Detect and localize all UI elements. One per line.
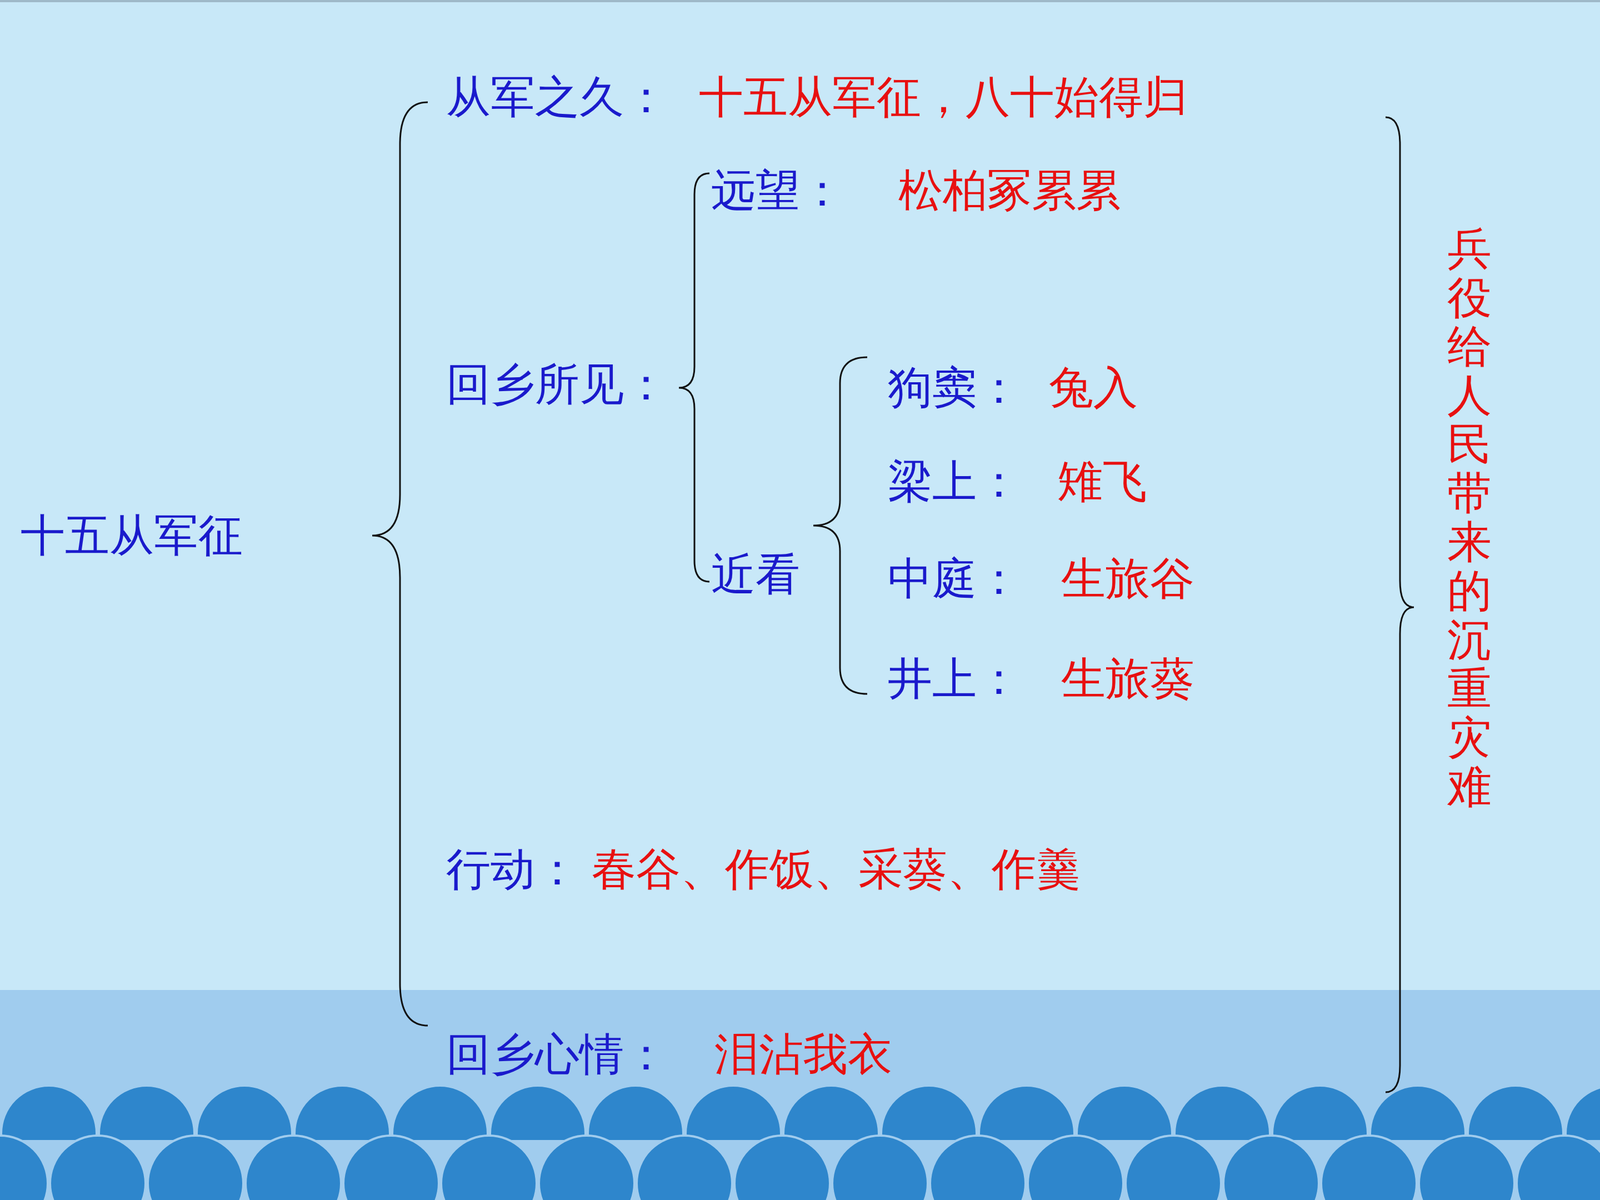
- detail-text: 生旅葵: [1061, 652, 1195, 706]
- branch-label: 中庭：: [887, 552, 1022, 606]
- branch-label: 回乡所见：: [446, 357, 669, 412]
- root-label: 十五从军征: [20, 508, 243, 563]
- branch-label: 从军之久：: [446, 70, 669, 124]
- branch-label: 狗窦：: [887, 361, 1022, 415]
- detail-text: 泪沾我衣: [714, 1027, 893, 1082]
- detail-text: 生旅谷: [1061, 552, 1195, 606]
- detail-text: 兔入: [1048, 361, 1138, 415]
- detail-text: 十五从军征，八十始得归: [698, 70, 1188, 124]
- detail-text: 松柏冢累累: [898, 163, 1121, 218]
- branch-label: 井上：: [887, 652, 1022, 706]
- top-rule: [0, 0, 1600, 3]
- branch-label: 近看: [711, 547, 800, 602]
- lower-band: [0, 990, 1600, 1200]
- wave-row: [0, 1134, 1600, 1200]
- detail-text: 春谷、作饭、采葵、作羹: [591, 842, 1081, 897]
- branch-label: 回乡心情：: [446, 1027, 669, 1082]
- branch-label: 远望：: [711, 163, 845, 218]
- curly-brace: [372, 102, 428, 1026]
- summary-text: 兵役给人民带来的沉重灾难: [1447, 224, 1492, 812]
- curly-brace: [1385, 117, 1414, 1093]
- detail-text: 雉飞: [1058, 455, 1148, 509]
- branch-label: 梁上：: [887, 455, 1022, 509]
- curly-brace: [813, 357, 868, 694]
- branch-label: 行动：: [446, 842, 580, 897]
- wave-row: [0, 1084, 1600, 1140]
- curly-brace: [678, 173, 710, 582]
